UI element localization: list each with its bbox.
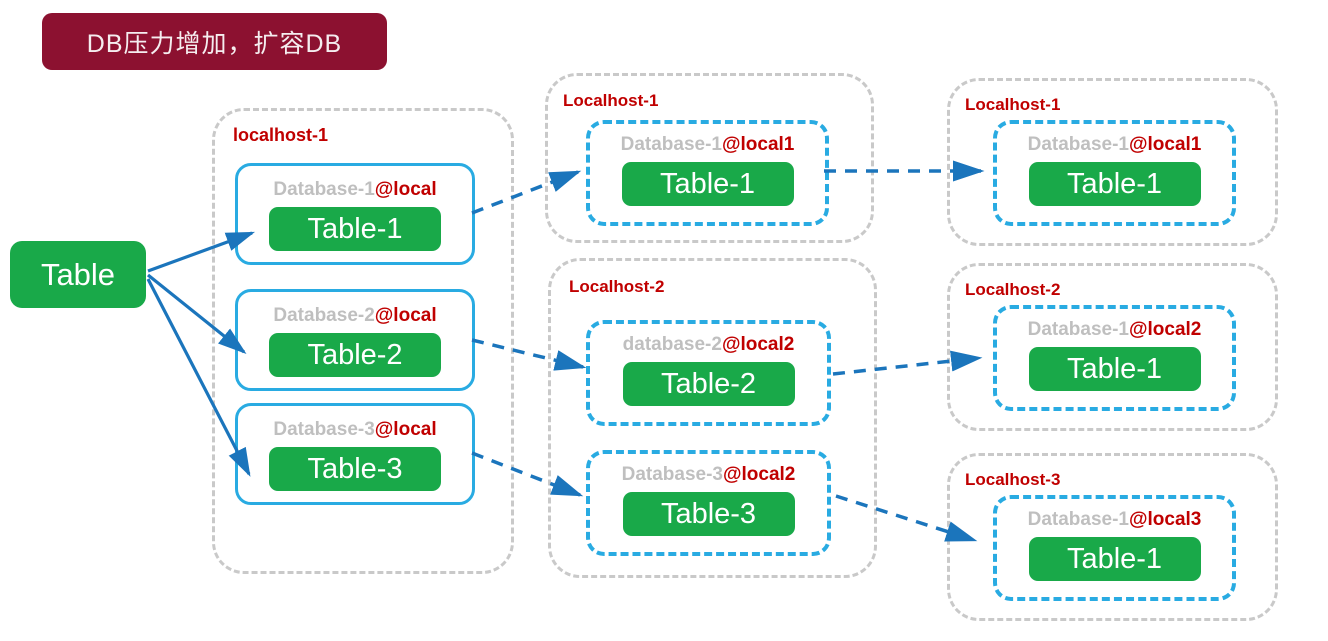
db-name: Database-3	[273, 419, 375, 440]
db-name: Database-2	[273, 305, 375, 326]
db-title: database-2@local2	[623, 334, 795, 356]
host-label: localhost-1	[233, 125, 329, 145]
db-title: Database-3@local	[273, 419, 436, 441]
db-shard-tag: @local2	[722, 464, 796, 485]
db-name: Database-1	[1027, 509, 1129, 530]
db-name: Database-1	[1027, 134, 1129, 155]
host-label: Localhost-2	[569, 277, 665, 296]
table-node: Table-1	[621, 162, 794, 206]
db-shard-tag: @local2	[721, 334, 795, 355]
db-title: Database-1@local3	[1028, 509, 1202, 531]
db-name: Database-1	[620, 134, 722, 155]
host-localhost-2-stage3: Localhost-2 Database-1@local2 Table-1	[947, 263, 1278, 431]
db-name: Database-1	[273, 179, 375, 200]
db-node-database-1-local2: Database-1@local2 Table-1	[993, 305, 1236, 411]
host-label: Localhost-1	[563, 91, 659, 110]
db-shard-tag: @local1	[1128, 134, 1202, 155]
db-name: Database-1	[1027, 319, 1129, 340]
host-localhost-1-stage3: Localhost-1 Database-1@local1 Table-1	[947, 78, 1278, 246]
db-name: database-2	[622, 334, 722, 355]
db-shard-tag: @local	[374, 305, 437, 326]
db-shard-tag: @local	[374, 179, 437, 200]
db-node-database-2-local2: database-2@local2 Table-2	[586, 320, 831, 426]
db-node-database-1-local1-s3: Database-1@local1 Table-1	[993, 120, 1236, 226]
db-title: Database-1@local1	[621, 134, 795, 156]
db-name: Database-3	[621, 464, 723, 485]
host-localhost-3-stage3: Localhost-3 Database-1@local3 Table-1	[947, 453, 1278, 621]
title-banner: DB压力增加，扩容DB	[42, 13, 387, 70]
table-node: Table-2	[622, 362, 795, 406]
db-node-database-1-local3: Database-1@local3 Table-1	[993, 495, 1236, 601]
db-title: Database-1@local1	[1028, 134, 1202, 156]
db-shard-tag: @local	[374, 419, 437, 440]
table-node: Table-1	[269, 207, 441, 251]
db-title: Database-1@local	[273, 179, 436, 201]
host-label: Localhost-3	[965, 470, 1061, 489]
host-localhost-1-stage2: Localhost-1 Database-1@local1 Table-1	[545, 73, 874, 243]
db-title: Database-2@local	[273, 305, 436, 327]
db-shard-tag: @local1	[721, 134, 795, 155]
db-node-database-3-local2: Database-3@local2 Table-3	[586, 450, 831, 556]
db-title: Database-3@local2	[622, 464, 796, 486]
db-node-database-1-local: Database-1@local Table-1	[235, 163, 475, 265]
table-node: Table-3	[269, 447, 441, 491]
db-node-database-2-local: Database-2@local Table-2	[235, 289, 475, 391]
db-node-database-1-local1: Database-1@local1 Table-1	[586, 120, 829, 226]
table-node: Table-1	[1028, 347, 1201, 391]
host-localhost-2-stage2: Localhost-2 database-2@local2 Table-2 Da…	[548, 258, 877, 578]
table-node: Table-1	[1028, 162, 1201, 206]
db-node-database-3-local: Database-3@local Table-3	[235, 403, 475, 505]
host-label: Localhost-1	[965, 95, 1061, 114]
host-label: Localhost-2	[965, 280, 1061, 299]
table-node: Table-3	[622, 492, 795, 536]
db-shard-tag: @local2	[1128, 319, 1202, 340]
db-shard-tag: @local3	[1128, 509, 1202, 530]
source-table-node: Table	[10, 241, 146, 308]
db-title: Database-1@local2	[1028, 319, 1202, 341]
table-node: Table-1	[1028, 537, 1201, 581]
table-node: Table-2	[269, 333, 441, 377]
host-localhost-1-stage1: localhost-1 Database-1@local Table-1 Dat…	[212, 108, 514, 574]
